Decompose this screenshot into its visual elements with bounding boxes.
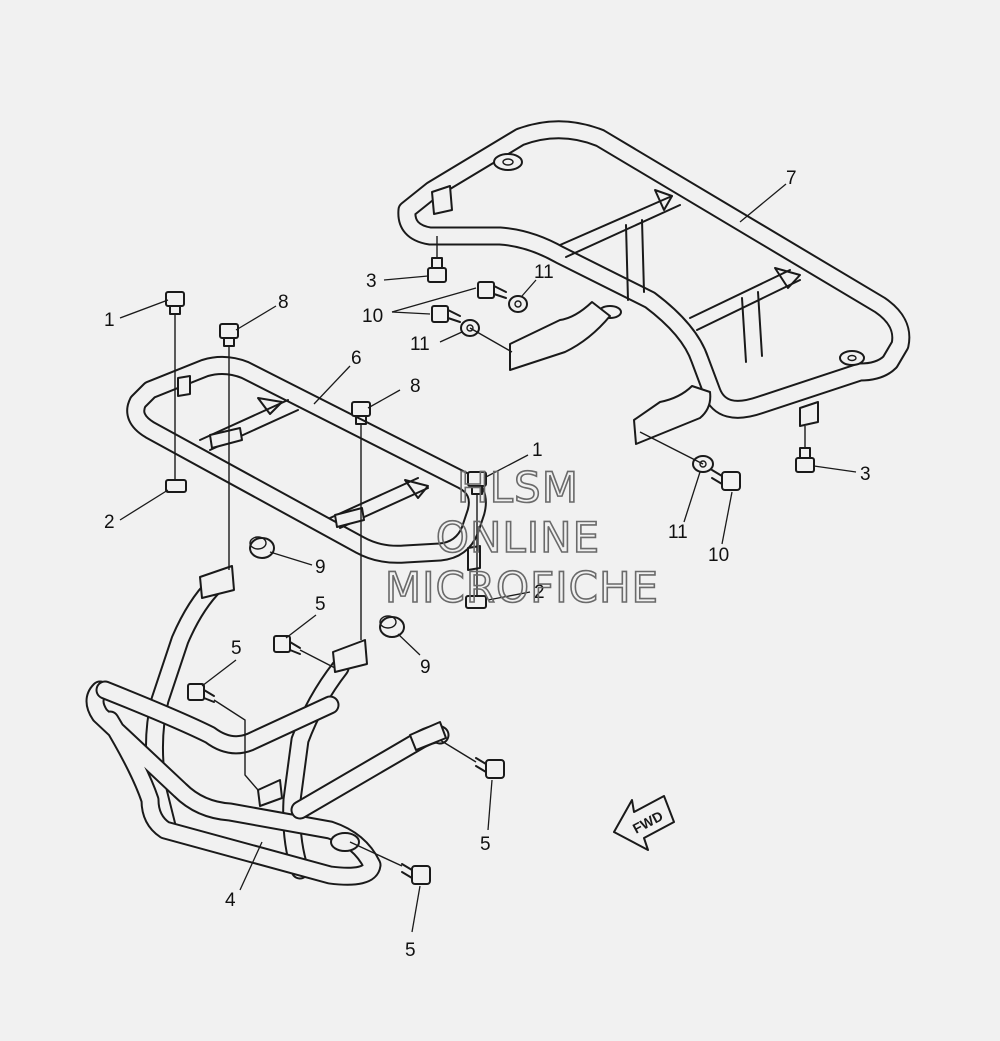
nut-2-right	[465, 595, 487, 609]
callout-4: 4	[225, 890, 236, 911]
callout-10: 10	[362, 306, 383, 327]
bolt-10-b	[431, 305, 461, 323]
collar-9-lower	[379, 615, 405, 638]
fwd-direction-arrow: FWD	[613, 795, 675, 851]
watermark-line-2: ONLINE	[436, 513, 600, 562]
callout-10: 10	[708, 545, 729, 566]
callout-3: 3	[366, 271, 377, 292]
callout-11: 11	[410, 334, 430, 355]
callout-7: 7	[786, 168, 797, 189]
fasteners	[165, 257, 815, 885]
bolt-3-lower	[795, 447, 815, 473]
callouts: 1 1 2 2 3 3 4 5 5 5 5 6 7 8 8 9 9 10 10 …	[104, 168, 871, 961]
callout-5: 5	[405, 940, 416, 961]
callout-8: 8	[410, 376, 421, 397]
callout-5: 5	[480, 834, 491, 855]
bolt-1-left	[165, 291, 185, 315]
rear-carrier-part-7	[397, 120, 911, 445]
callout-11: 11	[668, 522, 688, 543]
watermark-line-1: HLSM	[457, 463, 579, 512]
callout-2: 2	[534, 582, 545, 603]
bolt-10-c	[711, 469, 741, 491]
callout-9: 9	[420, 657, 431, 678]
callout-11: 11	[534, 262, 554, 283]
bolt-1-right	[467, 471, 487, 495]
callout-5: 5	[315, 594, 326, 615]
callout-3: 3	[860, 464, 871, 485]
watermark-line-3: MICROFICHE	[385, 563, 659, 612]
callout-8: 8	[278, 292, 289, 313]
callout-1: 1	[104, 310, 115, 331]
callout-9: 9	[315, 557, 326, 578]
front-guard-part-4	[85, 565, 450, 886]
washer-11-a	[508, 295, 528, 313]
bolt-8-left	[219, 323, 239, 347]
callout-2: 2	[104, 512, 115, 533]
nut-2-left	[165, 479, 187, 493]
bolt-5-b	[187, 683, 215, 703]
callout-6: 6	[351, 348, 362, 369]
bolt-5-a	[273, 635, 301, 655]
watermark: HLSM ONLINE MICROFICHE	[384, 462, 659, 613]
bolt-3-upper	[427, 257, 447, 283]
callout-1: 1	[532, 440, 543, 461]
callout-5: 5	[231, 638, 242, 659]
bolt-8-right	[351, 401, 371, 425]
bolt-5-c	[475, 757, 505, 779]
bolt-10-a	[477, 281, 507, 299]
assembly-lines	[174, 236, 806, 867]
leader-lines	[119, 183, 857, 933]
front-carrier-part-6	[126, 355, 487, 571]
collar-9-upper	[249, 536, 275, 559]
bolt-5-d	[401, 863, 431, 885]
